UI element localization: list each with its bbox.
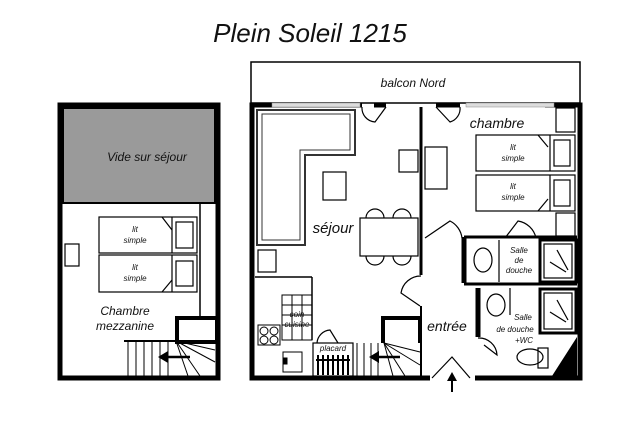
bathroom-1	[473, 238, 578, 284]
void-label: Vide sur séjour	[107, 150, 188, 164]
bathroom-label: Salle	[514, 313, 532, 322]
bed-label: lit	[510, 143, 517, 152]
dining-table	[359, 208, 419, 266]
window	[271, 102, 361, 108]
closet-rails	[316, 355, 350, 375]
bathroom-label: +WC	[515, 336, 533, 345]
bedroom-beds	[475, 134, 576, 212]
balcony-label: balcon Nord	[381, 76, 446, 90]
main-stairs	[356, 342, 421, 377]
kitchen	[257, 294, 313, 373]
balcony	[250, 61, 581, 104]
mezzanine-plan: Vide sur séjour lit simple lit simple Ch…	[57, 102, 221, 381]
mezz-stairs	[124, 340, 216, 377]
main-floor-plan: balcon Nord	[249, 61, 583, 392]
mezz-bed-1	[98, 216, 198, 254]
kitchen-label: cuisine	[285, 320, 310, 329]
plan-title: Plein Soleil 1215	[213, 18, 407, 48]
bed-label: simple	[123, 274, 147, 283]
balcony-doors	[361, 106, 461, 123]
bathroom-2	[486, 287, 578, 369]
bathroom-label: Salle	[510, 246, 528, 255]
stair-arrow-icon	[158, 351, 190, 363]
closet-label: placard	[319, 344, 347, 353]
stair-arrow-icon	[369, 351, 400, 363]
interior-doors	[316, 220, 537, 379]
kitchen-label: coin	[290, 310, 305, 319]
room-label: Chambre	[100, 304, 150, 318]
entrance-arrow-icon	[447, 372, 457, 392]
nightstand	[64, 243, 80, 267]
bedroom-label: chambre	[470, 115, 525, 131]
room-label: mezzanine	[96, 319, 154, 333]
wardrobe	[424, 146, 448, 190]
duct	[552, 337, 577, 376]
bed-label: simple	[501, 193, 525, 202]
window	[465, 102, 555, 108]
closet	[312, 342, 354, 377]
bathroom-label: de douche	[496, 325, 534, 334]
bed-label: simple	[123, 236, 147, 245]
bed-label: lit	[132, 263, 139, 272]
bed-label: lit	[132, 225, 139, 234]
void-over-living	[62, 107, 216, 204]
mezz-bed-2	[98, 254, 198, 293]
bed-label: simple	[501, 154, 525, 163]
living-label: séjour	[313, 220, 355, 237]
entry-label: entrée	[427, 318, 467, 334]
bed-label: lit	[510, 182, 517, 191]
bathroom-label: de	[515, 256, 524, 265]
bathroom-label: douche	[506, 266, 533, 275]
